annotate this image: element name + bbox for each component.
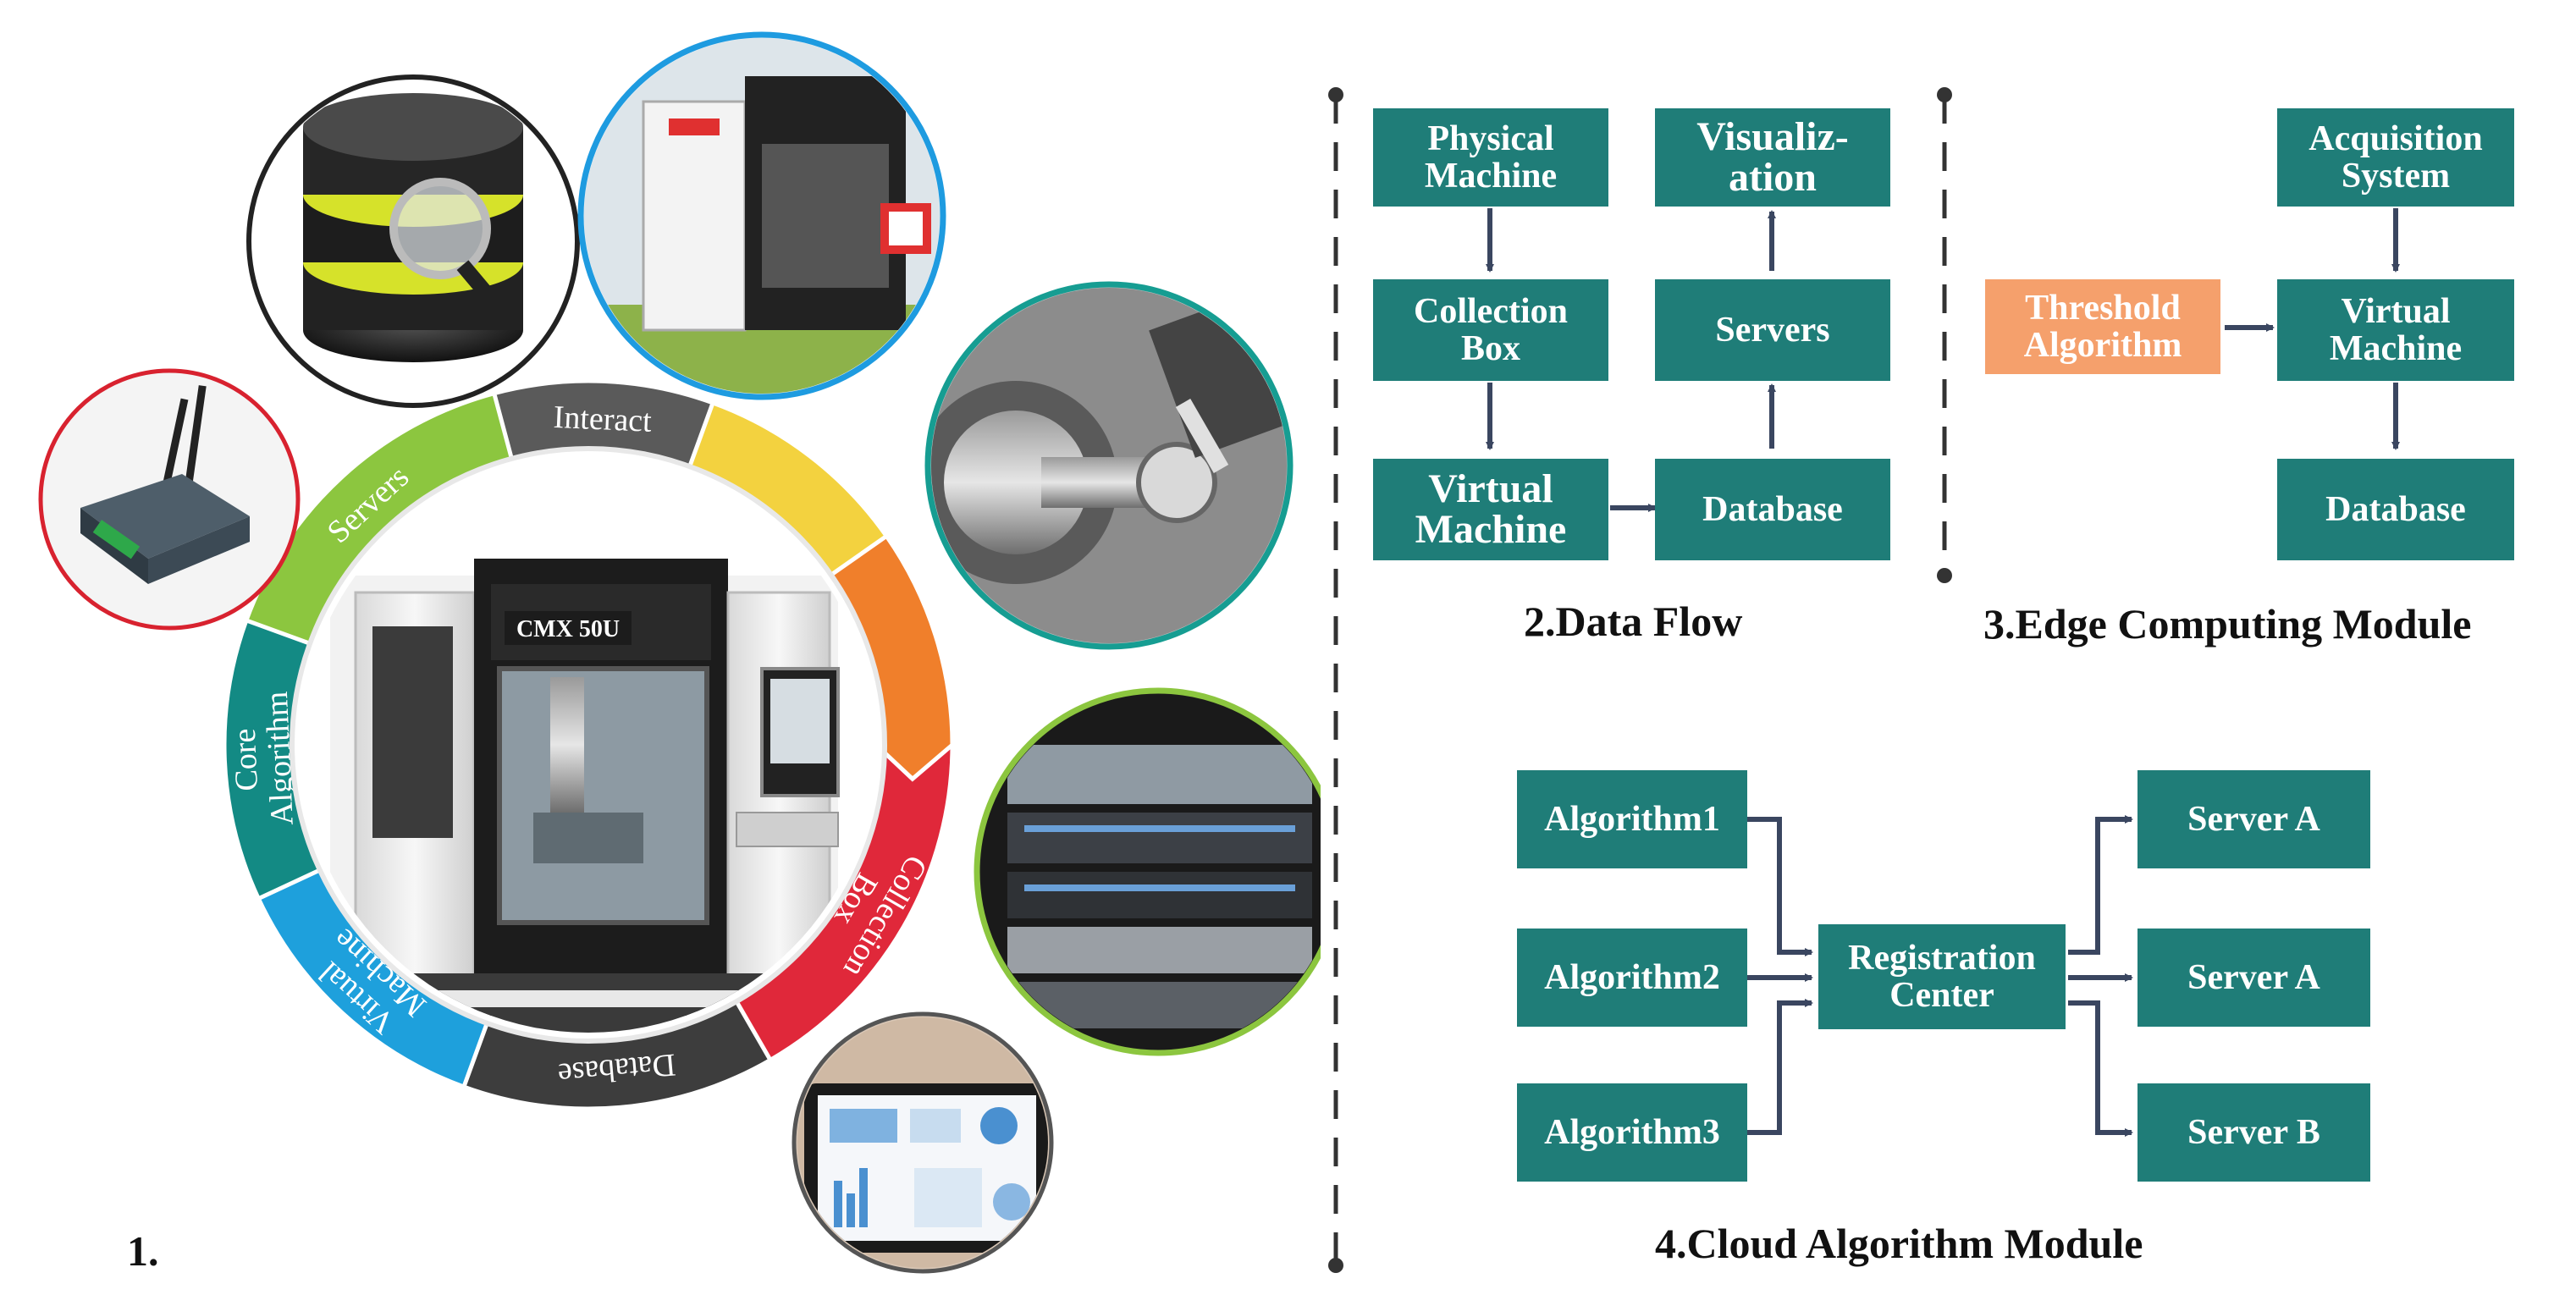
- node-algorithm2: Algorithm2: [1517, 929, 1747, 1027]
- node-server-top: Server A: [2137, 770, 2370, 868]
- node-edge-database: Database: [2277, 459, 2514, 560]
- caption-cloud-algorithm: 4.Cloud Algorithm Module: [1655, 1220, 2143, 1267]
- spindle-icon: [931, 288, 1287, 643]
- node-visualization: Visualiz- ation: [1655, 108, 1890, 207]
- node-acquisition-system: Acquisition System: [2277, 108, 2514, 207]
- node-algorithm1: Algorithm1: [1517, 770, 1747, 868]
- node-edge-virtual-machine: Virtual Machine: [2277, 279, 2514, 381]
- node-registration-center: Registration Center: [1818, 924, 2066, 1029]
- node-threshold-algorithm: Threshold Algorithm: [1985, 279, 2220, 374]
- node-algorithm3: Algorithm3: [1517, 1083, 1747, 1182]
- node-database: Database: [1655, 459, 1890, 560]
- caption-data-flow: 2.Data Flow: [1524, 598, 1743, 645]
- node-server-mid: Server A: [2137, 929, 2370, 1027]
- node-server-bottom: Server B: [2137, 1083, 2370, 1182]
- ring-illustration: CollectionBoxDatabaseVirtualMachineCoreA…: [38, 31, 1321, 1275]
- divider-left: [1328, 87, 1343, 1273]
- router-icon: [44, 374, 295, 625]
- node-servers: Servers: [1655, 279, 1890, 381]
- ring-label-interact: Interact: [553, 400, 653, 439]
- node-collection-box: Collection Box: [1373, 279, 1608, 381]
- svg-text:CMX 50U: CMX 50U: [516, 616, 620, 642]
- arrow-registration-to-server-top: [2068, 815, 2133, 955]
- cnc-machine-icon: [330, 559, 840, 1033]
- arrow-algorithm1-to-registration: [1746, 817, 1813, 956]
- node-physical-machine: Physical Machine: [1373, 108, 1608, 207]
- machine-badge: CMX 50U: [505, 611, 632, 645]
- divider-middle: [1937, 87, 1952, 583]
- database-icon: [303, 93, 523, 362]
- virtual-machine-icon: [584, 38, 940, 394]
- node-virtual-machine: Virtual Machine: [1373, 459, 1608, 560]
- svg-text:1.: 1.: [127, 1227, 159, 1275]
- server-rack-icon: [982, 694, 1321, 1050]
- arrow-algorithm3-to-registration: [1746, 999, 1813, 1135]
- arrow-registration-to-server-bottom: [2068, 1000, 2133, 1137]
- tablet-dashboard-icon: [797, 1017, 1048, 1268]
- caption-edge-computing: 3.Edge Computing Module: [1983, 600, 2472, 648]
